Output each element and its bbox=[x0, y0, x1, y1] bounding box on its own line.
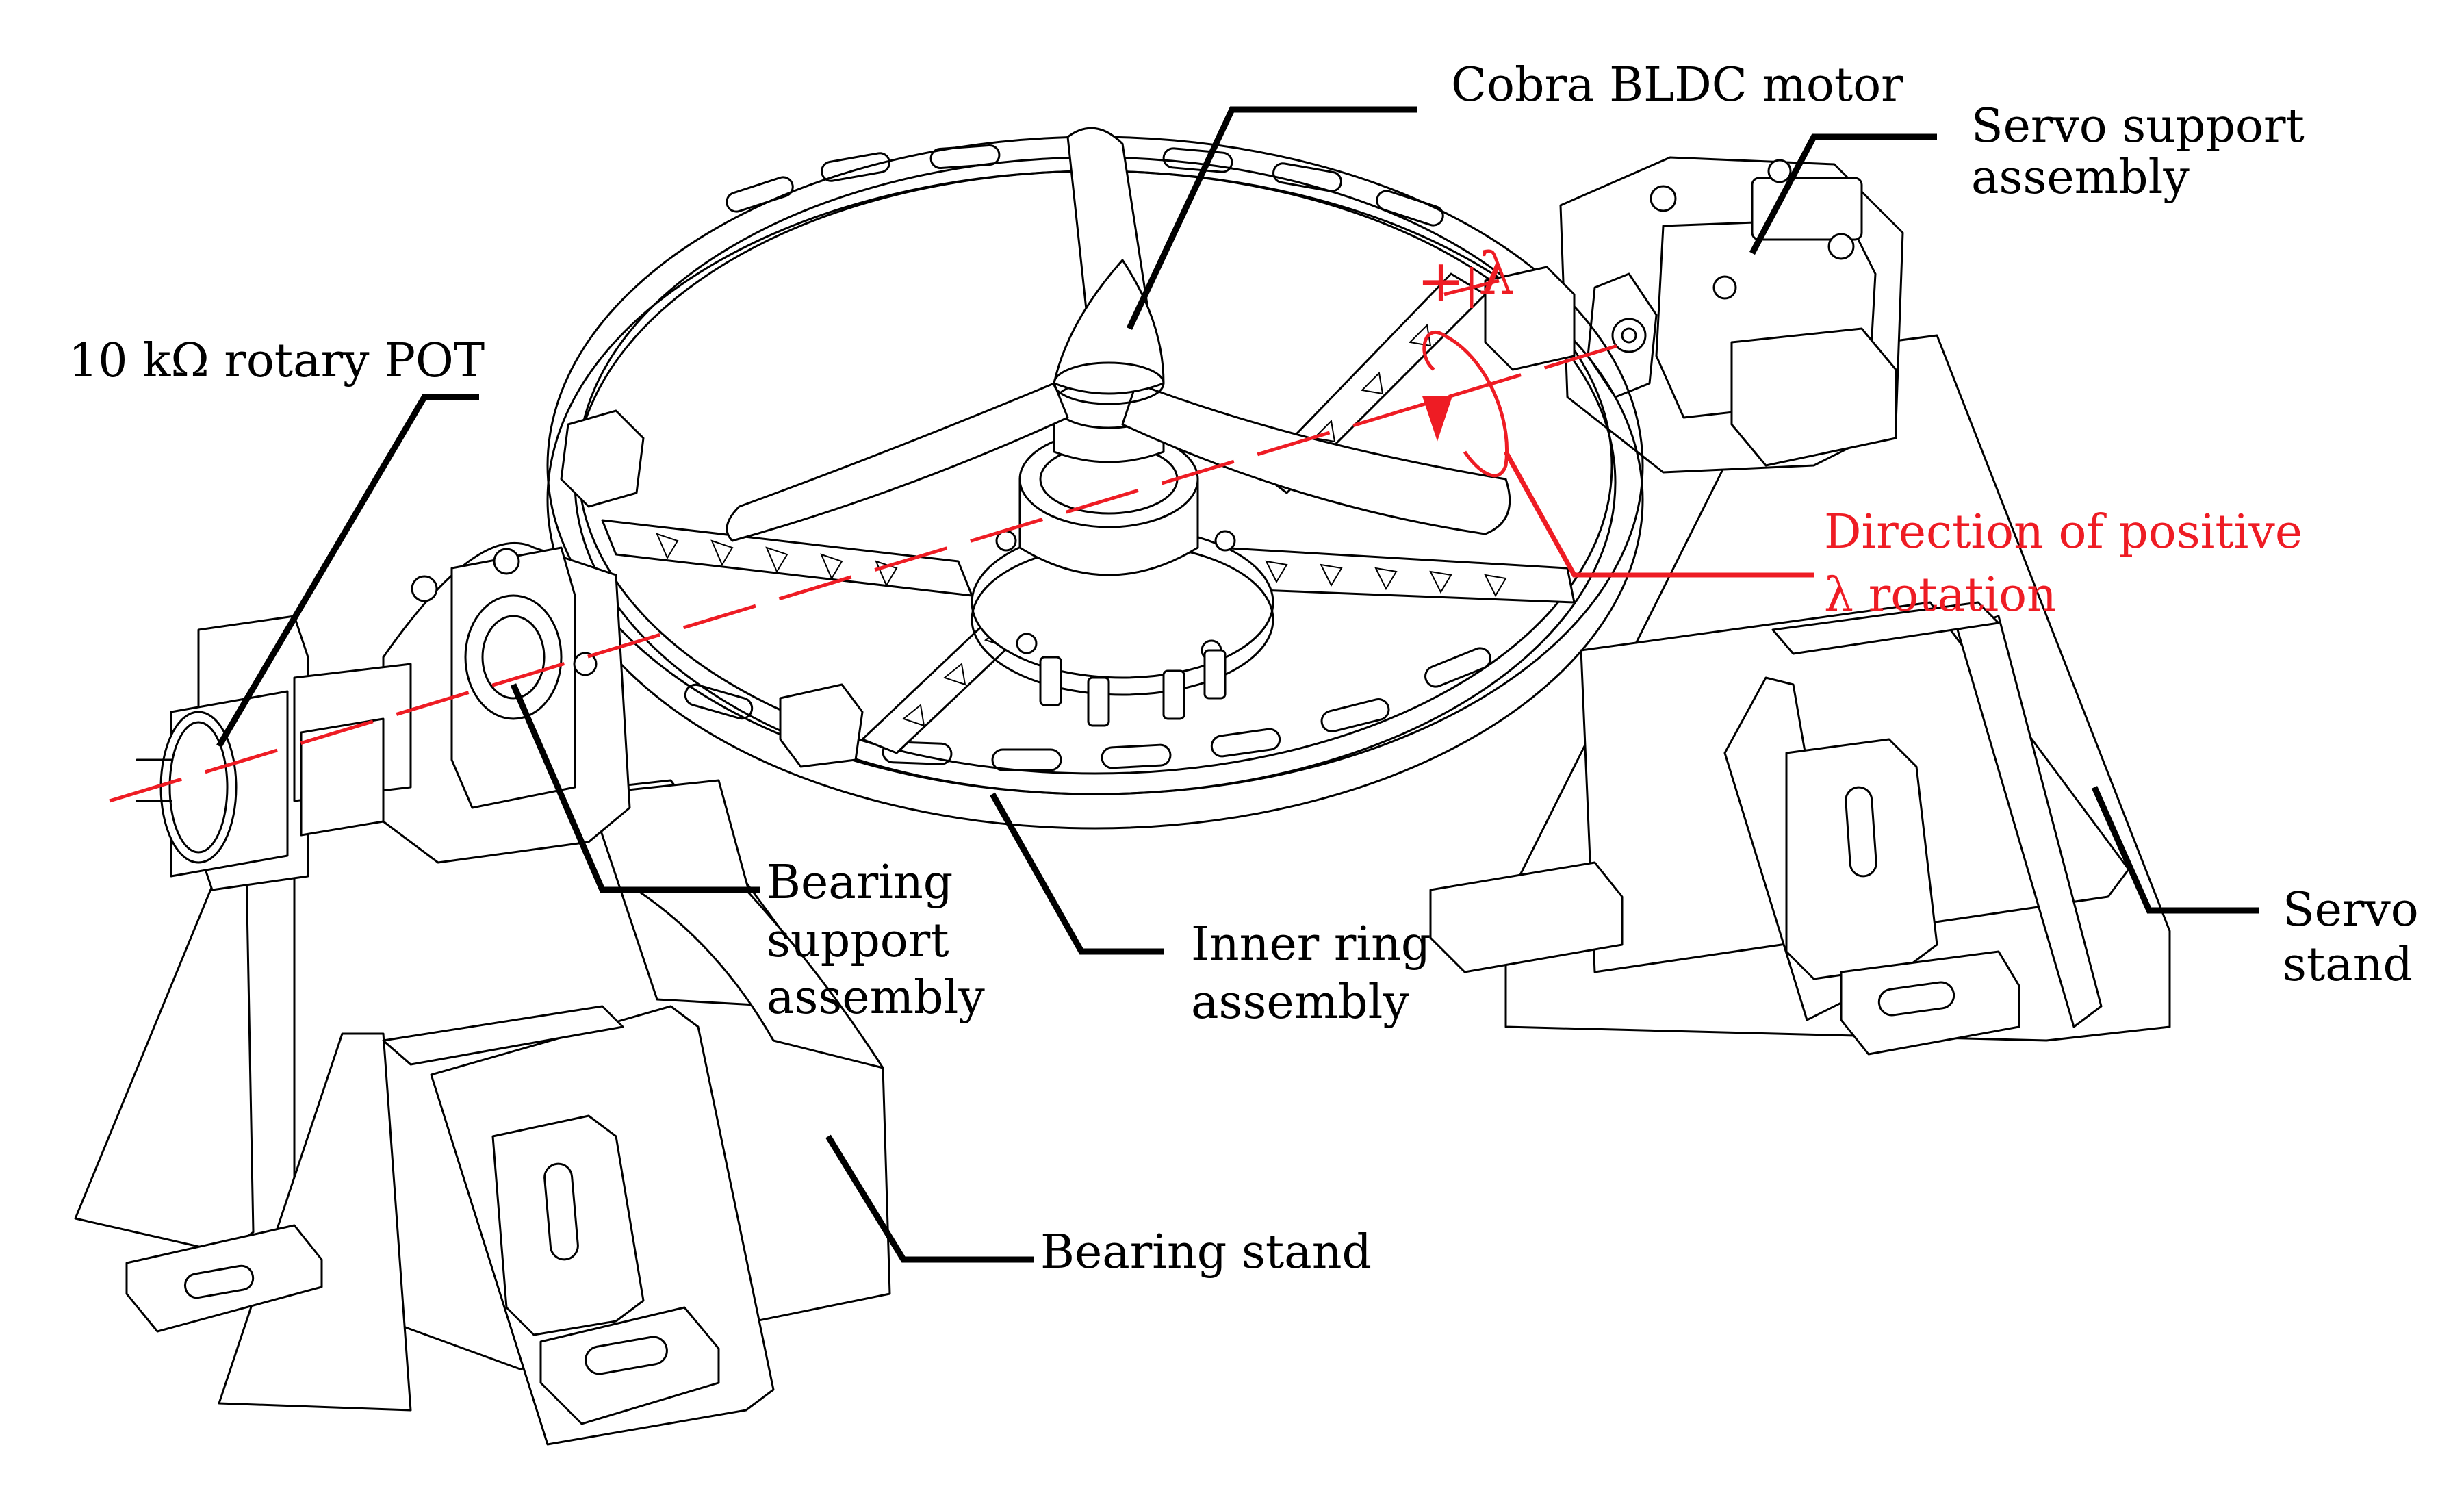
lambda-symbol: λ bbox=[1478, 240, 1515, 307]
servo-stand-label-line2: stand bbox=[2283, 938, 2413, 992]
lambda-rotation-arrow bbox=[1422, 267, 1814, 578]
servo-support-assembly bbox=[1559, 156, 1904, 474]
servo-stand bbox=[1429, 334, 2171, 1056]
rotary-potentiometer bbox=[136, 690, 289, 878]
direction-label-line2: λ rotation bbox=[1824, 568, 2057, 622]
inner-ring-label-line1: Inner ring bbox=[1191, 917, 1431, 971]
inner-ring-assembly bbox=[546, 136, 1644, 830]
leader-servo-support bbox=[1749, 133, 1937, 255]
plus-sign: + bbox=[1417, 247, 1465, 314]
bearing-stand bbox=[74, 779, 891, 1446]
servo-stand-label-line1: Servo bbox=[2283, 883, 2419, 937]
inner-ring-label-line2: assembly bbox=[1191, 975, 1409, 1030]
bearing-support-label-line2: support bbox=[767, 914, 949, 968]
direction-label-line1: Direction of positive bbox=[1824, 505, 2303, 559]
servo-support-label-line1: Servo support bbox=[1971, 99, 2305, 153]
servo-support-label-line2: assembly bbox=[1971, 151, 2190, 205]
leader-motor bbox=[1126, 106, 1417, 330]
bearing-support-label-line3: assembly bbox=[767, 971, 985, 1025]
bearing-stand-label: Bearing stand bbox=[1040, 1225, 1372, 1279]
leader-lines bbox=[216, 106, 2259, 1263]
leader-bearing-support bbox=[510, 683, 760, 893]
rotation-axis bbox=[109, 340, 1630, 803]
leader-servo-stand bbox=[2091, 786, 2259, 914]
leader-pot bbox=[216, 394, 479, 748]
leader-bearing-stand bbox=[825, 1134, 1034, 1263]
propeller bbox=[726, 127, 1511, 542]
pot-label: 10 kΩ rotary POT bbox=[68, 334, 485, 388]
motor-label: Cobra BLDC motor bbox=[1451, 58, 1903, 112]
bearing-support-label-line1: Bearing bbox=[767, 856, 953, 910]
ring-slots bbox=[684, 144, 1491, 771]
leader-inner-ring bbox=[990, 792, 1164, 955]
